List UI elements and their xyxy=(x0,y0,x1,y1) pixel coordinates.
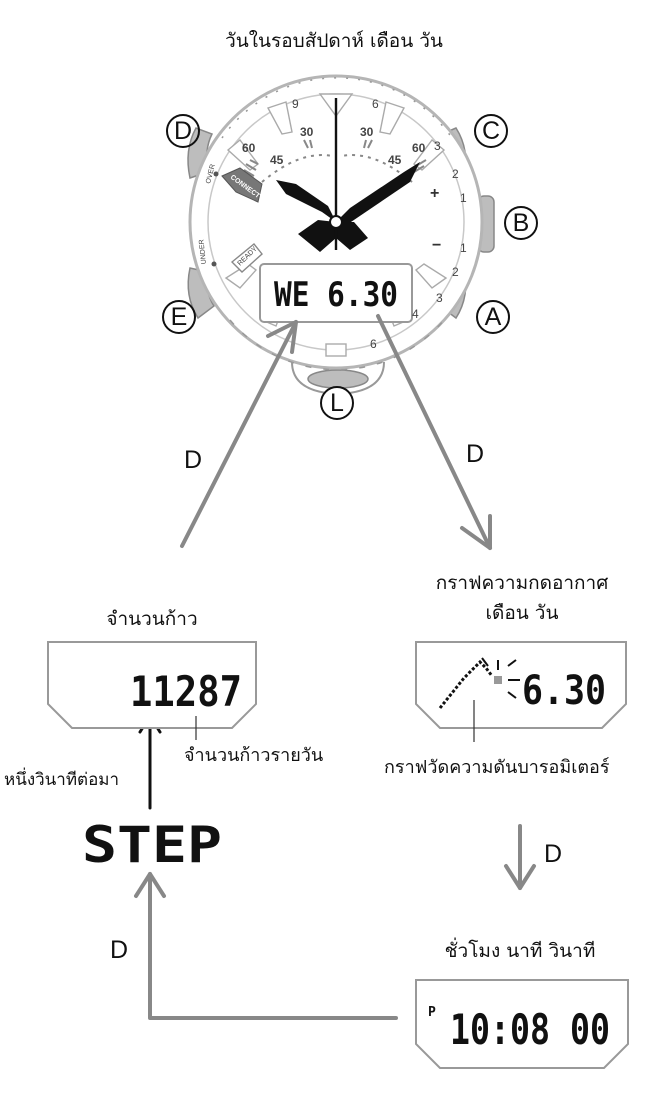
dial-left-60: 60 xyxy=(242,141,256,155)
time-value: 10:08 00 xyxy=(450,1005,610,1054)
dial-minus: − xyxy=(432,237,441,254)
watch-caption: วันในรอบสัปดาห์ เดือน วัน xyxy=(225,30,443,52)
button-label-d: D xyxy=(166,114,200,148)
dial-r3b: 3 xyxy=(436,291,443,305)
dial-right-60: 60 xyxy=(412,141,426,155)
flow-arrows xyxy=(134,314,536,1020)
arrow-time-to-step xyxy=(148,872,398,1020)
dial-9: 9 xyxy=(292,97,299,111)
watch-lcd-window xyxy=(259,263,413,323)
minute-hand xyxy=(336,162,420,224)
hour-hand xyxy=(276,180,336,222)
step-title-text: STEP xyxy=(82,816,222,874)
arrow-step-title-to-counter xyxy=(138,714,162,810)
subdial-left-label: 30 xyxy=(300,125,314,139)
flow-label-d-bottom-left: D xyxy=(110,936,129,964)
baro-date-value: 6.30 xyxy=(522,668,606,714)
baro-lcd xyxy=(415,641,627,742)
dial-bottom-6: 6 xyxy=(370,337,377,351)
pm-indicator: P xyxy=(428,1005,436,1020)
step-screen-caption: จำนวนก้าว xyxy=(106,608,198,630)
dial-left-45: 45 xyxy=(270,153,284,167)
button-label-l: L xyxy=(320,386,354,420)
connect-arrow-icon xyxy=(221,167,263,203)
step-lcd xyxy=(47,641,257,740)
one-second-later-note: หนึ่งวินาทีต่อมา xyxy=(4,770,120,790)
time-screen-caption: ชั่วโมง นาที วินาที xyxy=(444,940,596,962)
arrow-watch-to-baro xyxy=(376,314,492,550)
watch-illustration xyxy=(187,74,495,396)
baro-screen-caption-1: กราฟความกดอากาศ xyxy=(435,572,609,594)
dial-r2b: 2 xyxy=(452,265,459,279)
dial-under: UNDER xyxy=(198,239,208,264)
dial-6: 6 xyxy=(372,97,379,111)
dial-r1b: 1 xyxy=(460,241,467,255)
dial-right-45: 45 xyxy=(388,153,402,167)
watch-lcd-text: WE 6.30 xyxy=(274,275,398,315)
dial-over: OVER xyxy=(205,164,217,185)
over-dot xyxy=(213,171,219,177)
graph-blink-icon xyxy=(481,657,520,699)
baro-screen-caption-2: เดือน วัน xyxy=(485,602,559,624)
subdial-right-label: 30 xyxy=(360,125,374,139)
button-label-c: C xyxy=(474,114,508,148)
hand-base xyxy=(298,220,368,252)
baro-screen-annotation: กราฟวัดความดันบารอมิเตอร์ xyxy=(384,757,610,778)
flow-label-d-top-right: D xyxy=(466,440,485,468)
dial-r3: 3 xyxy=(434,139,441,153)
ready-arrow-icon xyxy=(230,243,263,273)
button-label-e: E xyxy=(162,300,196,334)
step-count-value: 11287 xyxy=(130,667,242,716)
flow-label-d-top-left: D xyxy=(184,446,203,474)
button-label-a: A xyxy=(476,300,510,334)
dial-r1: 1 xyxy=(460,191,467,205)
time-lcd xyxy=(415,979,629,1069)
dial-r2: 2 xyxy=(452,167,459,181)
dial-plus: + xyxy=(430,185,439,202)
flow-label-d-right-down: D xyxy=(544,840,563,868)
dial-r4: 4 xyxy=(412,307,419,321)
step-screen-annotation: จำนวนก้าวรายวัน xyxy=(184,745,324,766)
arrow-step-to-watch xyxy=(180,320,298,548)
under-dot xyxy=(211,261,217,267)
button-label-b: B xyxy=(504,206,538,240)
watch-hands xyxy=(276,98,420,252)
